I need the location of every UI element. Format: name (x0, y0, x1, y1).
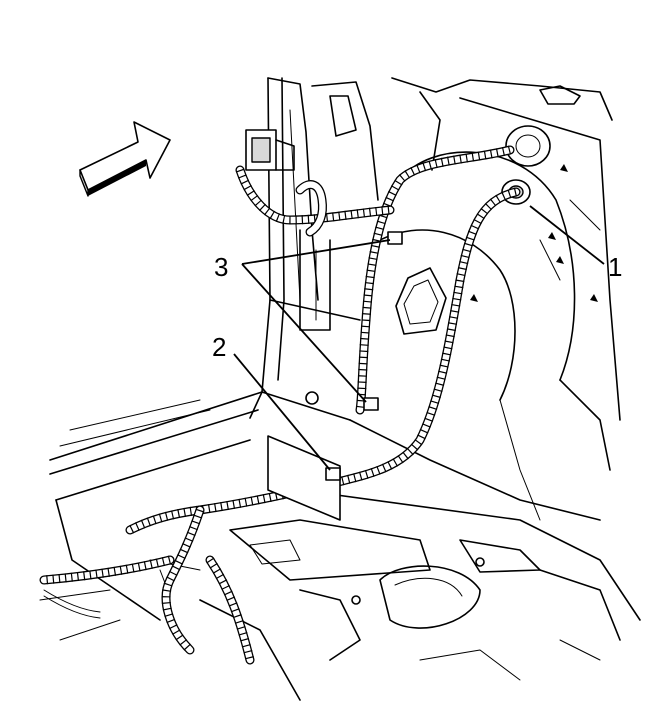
callout-1: 1 (608, 252, 622, 282)
harness-grommet (501, 125, 551, 205)
floor-pan (39, 391, 641, 701)
front-direction-arrow-icon (79, 121, 171, 197)
harness-retainer-clips (363, 231, 403, 411)
callout-3: 3 (214, 252, 228, 282)
callout-leader-lines (233, 205, 605, 471)
wiring-harness (39, 145, 521, 665)
pillar-connector (245, 129, 295, 171)
body-pillar-structure (249, 77, 379, 421)
floor-harness-clip (267, 435, 341, 521)
callout-2: 2 (212, 332, 226, 362)
rear-wheelhouse-panel (379, 77, 621, 521)
